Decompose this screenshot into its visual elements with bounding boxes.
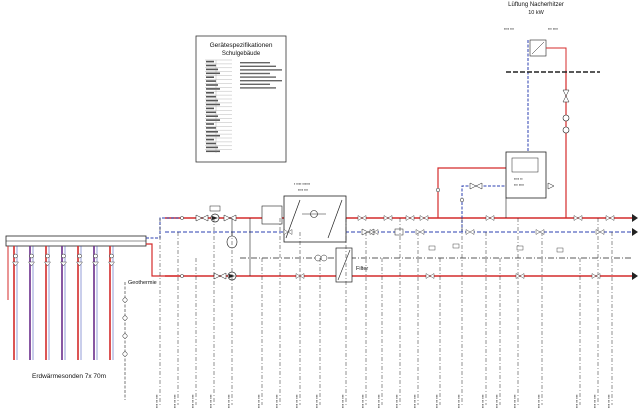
spec-title-1: Gerätespezifikationen	[210, 42, 273, 49]
signal-code: ▪▪▪ ▪▪ ▪▪▪	[412, 394, 417, 408]
svg-text:▪▪▪ ▪▪▪▪: ▪▪▪ ▪▪▪▪	[514, 183, 524, 187]
signal-code: ▪▪▪ ▪▪ ▪▪▪	[256, 394, 261, 408]
svg-text:▪▪▪▪ ▪▪▪: ▪▪▪▪ ▪▪▪	[504, 27, 514, 31]
heat-exchanger-unit: ▪ ▪▪▪▪ ▪▪▪▪▪▪ ▪▪▪▪ ▪▪▪	[261, 182, 347, 243]
valve	[595, 229, 601, 235]
signal-code: ▪▪▪ ▪▪ ▪▪▪	[274, 394, 279, 408]
signal-code: ▪▪▪ ▪▪ ▪▪▪	[360, 394, 365, 408]
ventilation-reheater: ▪▪▪▪ ▪▪ ▪▪▪ ▪▪▪▪ ▪▪▪▪ ▪▪▪ ▪▪▪ ▪▪▪▪	[435, 27, 600, 232]
signal-code: ▪▪▪ ▪▪ ▪▪▪	[340, 394, 345, 408]
sensor	[452, 243, 460, 249]
valve	[383, 215, 389, 221]
svg-text:▪▪▪ ▪▪▪▪: ▪▪▪ ▪▪▪▪	[548, 27, 558, 31]
svg-text:▪▪▪▪ ▪▪▪: ▪▪▪▪ ▪▪▪	[298, 188, 308, 192]
signal-code: ▪▪▪ ▪▪ ▪▪▪	[434, 394, 439, 408]
signal-code: ▪▪▪ ▪▪ ▪▪▪	[154, 394, 159, 408]
sensor	[556, 247, 564, 253]
valve	[573, 215, 579, 221]
specification-sheet: Gerätespezifikationen Schulgebäude	[195, 35, 287, 163]
signal-code: ▪▪▪ ▪▪ ▪▪▪	[606, 394, 611, 408]
probe-valve	[77, 253, 82, 259]
spec-title-2: Schulgebäude	[222, 51, 261, 57]
signal-code: ▪▪▪ ▪▪ ▪▪▪	[512, 394, 517, 408]
main-valves	[283, 215, 615, 279]
signal-code: ▪▪▪ ▪▪ ▪▪▪	[314, 394, 319, 408]
geothermal-fittings	[180, 205, 251, 281]
valve	[485, 215, 491, 221]
signal-code: ▪▪▪ ▪▪ ▪▪▪	[536, 394, 541, 408]
sensor	[428, 245, 436, 251]
svg-text:▪ ▪▪▪▪ ▪▪▪▪▪▪: ▪ ▪▪▪▪ ▪▪▪▪▪▪	[294, 182, 310, 186]
signal-code: ▪▪▪ ▪▪ ▪▪▪	[226, 394, 231, 408]
spec-table	[205, 59, 282, 153]
valve	[295, 273, 301, 279]
filter-label: Filter	[356, 266, 368, 272]
signal-code: ▪▪▪ ▪▪ ▪▪▪	[394, 394, 399, 408]
svg-text:▪▪▪▪ ▪▪: ▪▪▪▪ ▪▪	[514, 177, 523, 181]
valve	[535, 229, 541, 235]
signal-code: ▪▪▪ ▪▪ ▪▪▪	[456, 394, 461, 408]
valve	[591, 273, 597, 279]
probe-valve	[61, 253, 66, 259]
ground-probes	[7, 246, 115, 360]
valve	[415, 229, 421, 235]
probe-valve	[29, 253, 34, 259]
geothermie-label: Geothermie	[128, 280, 157, 286]
valve	[283, 229, 289, 235]
ventilation-title: Lüftung Nacherhitzer	[508, 2, 564, 8]
valve	[419, 215, 425, 221]
probe-valve	[13, 253, 18, 259]
valve	[465, 229, 471, 235]
instrument-stack	[122, 282, 128, 400]
valve	[357, 215, 363, 221]
filter-unit: Filter	[314, 228, 404, 283]
probe-collector	[5, 217, 180, 277]
sensor	[516, 245, 524, 251]
valve	[405, 215, 411, 221]
ventilation-power: 10 kW	[528, 10, 544, 16]
probe-label: Erdwärmesonden 7x 70m	[32, 373, 106, 380]
signal-code: ▪▪▪ ▪▪ ▪▪▪	[294, 394, 299, 408]
signal-code: ▪▪▪ ▪▪ ▪▪▪	[480, 394, 485, 408]
signal-lines: ▪▪▪ ▪▪ ▪▪▪ ▪▪▪ ▪▪ ▪▪▪ ▪▪▪ ▪▪ ▪▪▪ ▪▪▪ ▪▪ ▪▪▪…	[154, 218, 613, 408]
main-pipes	[165, 214, 638, 280]
signal-code: ▪▪▪ ▪▪ ▪▪▪	[190, 394, 195, 408]
probe-valve	[93, 253, 98, 259]
valve	[605, 215, 611, 221]
probe-valve	[109, 253, 114, 259]
valve	[369, 229, 375, 235]
signal-code: ▪▪▪ ▪▪ ▪▪▪	[208, 394, 213, 408]
probe-valve	[45, 253, 50, 259]
valve	[515, 273, 521, 279]
signal-code: ▪▪▪ ▪▪ ▪▪▪	[172, 394, 177, 408]
signal-code: ▪▪▪ ▪▪ ▪▪▪	[494, 394, 499, 408]
valve	[425, 273, 431, 279]
signal-code: ▪▪▪ ▪▪ ▪▪▪	[574, 394, 579, 408]
signal-code: ▪▪▪ ▪▪ ▪▪▪	[376, 394, 381, 408]
signal-code: ▪▪▪ ▪▪ ▪▪▪	[592, 394, 597, 408]
